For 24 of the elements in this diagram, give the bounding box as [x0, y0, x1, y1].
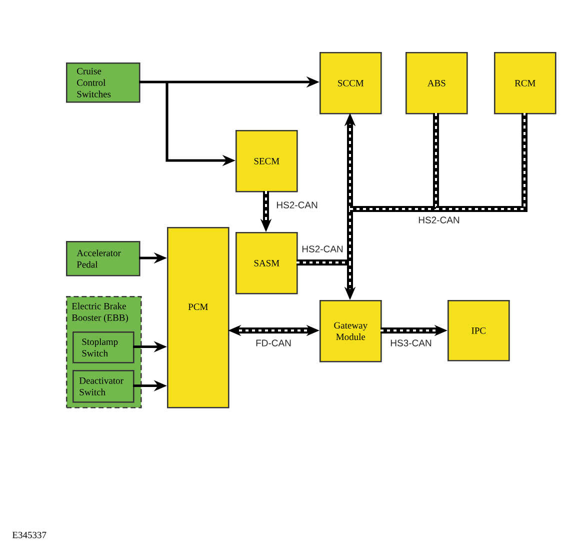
bus-line	[296, 260, 350, 266]
bus-line	[350, 206, 436, 212]
edge-label: HS2-CAN	[275, 200, 319, 210]
component-box: Accelerator Pedal	[66, 241, 140, 276]
edge-label: HS3-CAN	[389, 338, 433, 348]
module-box: ABS	[406, 52, 468, 114]
module-box: SASM	[236, 232, 298, 294]
module-box: IPC	[448, 300, 510, 362]
edge-label: HS2-CAN	[417, 216, 461, 224]
edge-label: FD-CAN	[254, 338, 292, 348]
component-box: Stoplamp Switch	[72, 332, 134, 364]
bus-line	[433, 113, 439, 209]
component-box: Deactivator Switch	[72, 370, 134, 403]
module-box: Gateway Module	[320, 300, 382, 362]
line	[139, 80, 167, 84]
bus-line	[347, 209, 353, 262]
module-box: RCM	[494, 52, 556, 114]
module-box: SCCM	[320, 52, 382, 114]
module-box: PCM	[167, 227, 230, 408]
module-box: SECM	[236, 130, 298, 192]
edge-label: HS2-CAN	[300, 244, 344, 254]
figure-number: E345337	[12, 532, 46, 538]
component-box: Cruise Control Switches	[66, 62, 140, 103]
bus-line	[436, 113, 528, 212]
